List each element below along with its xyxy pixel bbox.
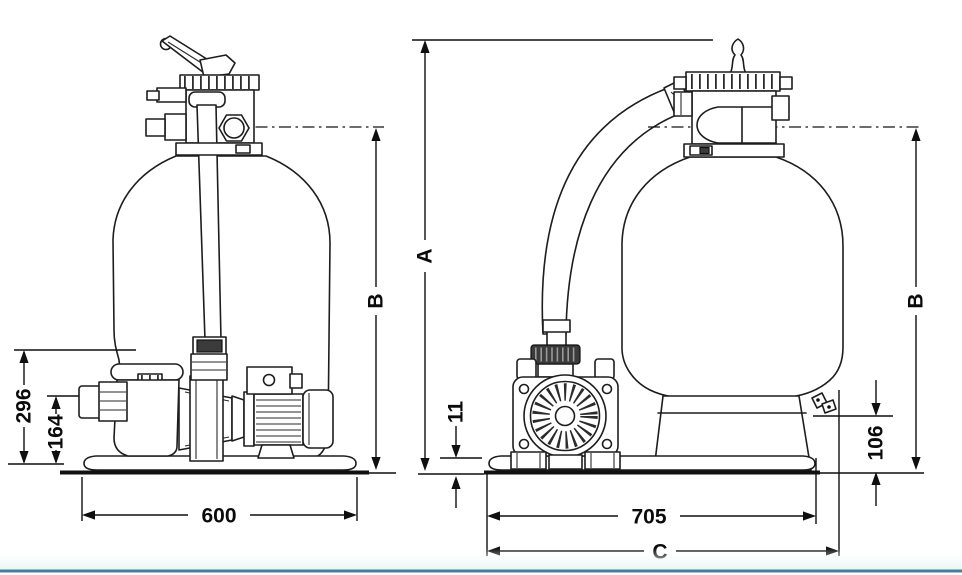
- fan-slots: [532, 383, 598, 449]
- flex-fitting: [190, 353, 228, 381]
- motor-foot: [257, 444, 295, 459]
- hose-coupling-lower: [542, 319, 571, 333]
- pump-foot-right: [584, 451, 621, 470]
- dim-label-drain-height: 106: [865, 425, 888, 460]
- dim-label-inlet-height: 164: [45, 414, 68, 449]
- dimension-base-length: 705: [486, 458, 817, 556]
- filter-tank-side: [621, 156, 844, 398]
- strainer-pot: [113, 379, 180, 457]
- side-view: A 11 106 B: [412, 38, 928, 564]
- drain-valve: [811, 392, 837, 414]
- valve-port-lower: [164, 113, 187, 141]
- dim-label-base-width: 600: [201, 505, 236, 528]
- dimension-inlet-height: 164: [45, 395, 79, 464]
- footer-accent-line: [0, 569, 962, 573]
- valve-front-port: [696, 106, 743, 144]
- valve-port-upper: [156, 87, 187, 103]
- dim-label-valve-height-side: B: [905, 293, 928, 308]
- dimension-drain-height: 106: [813, 380, 893, 506]
- inlet-union-cap: [78, 385, 102, 419]
- tank-pedestal: [653, 395, 812, 471]
- dim-label-base-length: 705: [631, 506, 666, 529]
- dimension-valve-height-side: B: [905, 128, 928, 470]
- dimension-base-plate-height: 11: [440, 401, 482, 508]
- valve-handle-side: [729, 38, 747, 75]
- multiport-valve-side: [673, 38, 793, 158]
- base-plate: [60, 455, 369, 475]
- footer-tint-band: [0, 548, 962, 570]
- dim-label-overall-height: A: [414, 248, 437, 263]
- fan-hub: [554, 405, 576, 427]
- dimension-overall-height: A: [412, 39, 713, 475]
- valve-top-flange: [179, 74, 260, 91]
- pump-front-view: [510, 319, 621, 470]
- front-view: 296 164 B 600: [8, 35, 396, 528]
- motor-fins: [256, 399, 301, 443]
- pump-side-view: [78, 363, 334, 462]
- motor-flange: [243, 391, 255, 447]
- knurled-union: [530, 344, 581, 365]
- valve-hose-port: [673, 91, 693, 117]
- standpipe: [175, 91, 263, 381]
- dim-label-pump-height: 296: [13, 388, 36, 423]
- discharge-column: [189, 375, 224, 462]
- dimension-base-width: 600: [81, 477, 358, 528]
- pump-foot-left: [510, 451, 547, 470]
- motor-end-cap: [302, 389, 334, 449]
- motor-body: [253, 393, 304, 446]
- dimension-pump-height: 296: [8, 349, 136, 465]
- dim-label-base-plate-height: 11: [445, 401, 468, 424]
- dim-label-valve-height-front: B: [365, 293, 388, 308]
- dimension-valve-height-front: B: [362, 128, 396, 474]
